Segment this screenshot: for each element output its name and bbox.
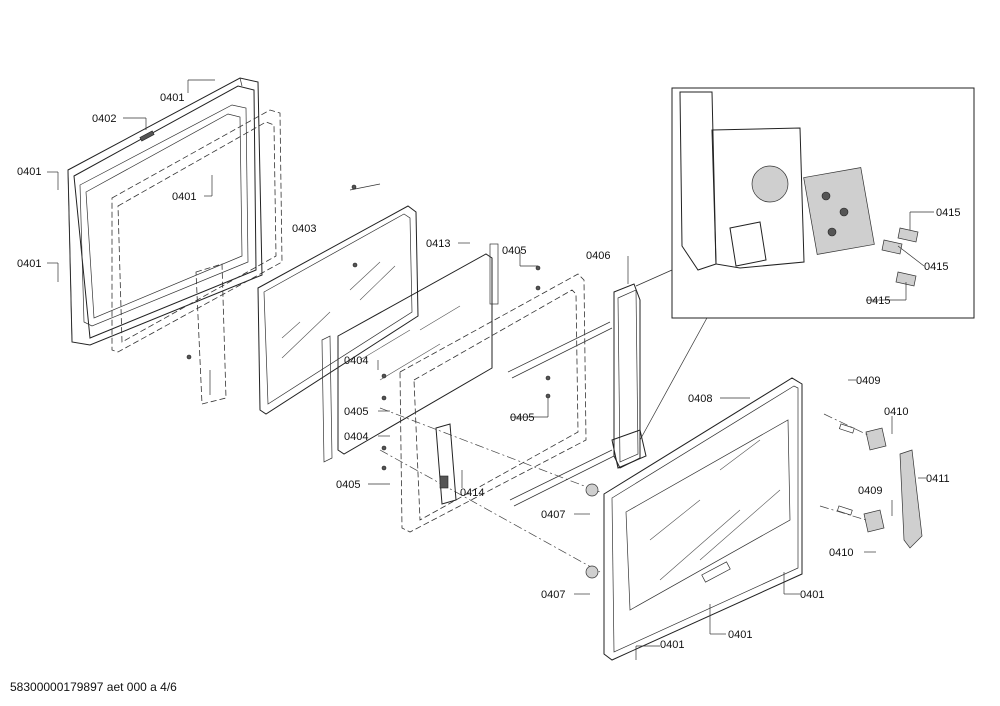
callout-label: 0411 — [926, 473, 950, 485]
callout-label: 0415 — [924, 261, 948, 273]
detail-inset — [671, 87, 975, 319]
callout-label: 0406 — [586, 250, 610, 262]
callout-label: 0404 — [344, 431, 368, 443]
callout-label: 0405 — [510, 412, 534, 424]
callout-label: 0410 — [829, 547, 853, 559]
caps-0407 — [585, 483, 599, 579]
callout-label: 0401 — [17, 258, 41, 270]
callout-label: 0409 — [856, 375, 880, 387]
callout-label: 0405 — [336, 479, 360, 491]
callout-label: 0409 — [858, 485, 882, 497]
callout-label: 0408 — [688, 393, 712, 405]
callout-label: 0407 — [541, 509, 565, 521]
callout-label: 0402 — [92, 113, 116, 125]
callout-label: 0401 — [660, 639, 684, 651]
glass-pane-0413 — [321, 243, 499, 463]
callout-label: 0405 — [344, 406, 368, 418]
callout-label: 0410 — [884, 406, 908, 418]
callout-label: 0413 — [426, 238, 450, 250]
glass-pane-0403 — [257, 183, 419, 415]
callout-label: 0415 — [866, 295, 890, 307]
leader-lines — [47, 79, 934, 660]
callout-label: 0401 — [728, 629, 752, 641]
callout-label: 0401 — [17, 166, 41, 178]
callout-label: 0405 — [502, 245, 526, 257]
handle-holders-0410 — [819, 413, 887, 533]
callout-label: 0401 — [160, 92, 184, 104]
callout-label: 0403 — [292, 223, 316, 235]
hinge-bracket-0406 — [611, 269, 709, 469]
drawing-number: 58300000179897 aet 000 a 4/6 — [10, 680, 177, 694]
middle-frame-0405 — [379, 265, 615, 573]
hinge-0414 — [435, 423, 457, 505]
outer-glass-door-0408 — [603, 377, 803, 661]
inner-door-frame-dashed — [111, 109, 283, 405]
screws-0415 — [881, 227, 919, 287]
callout-labels: 0401 0402 0401 0401 0401 0403 0413 0405 … — [17, 92, 960, 651]
callout-label: 0404 — [344, 355, 368, 367]
callout-label: 0414 — [460, 487, 484, 499]
callout-label: 0415 — [936, 207, 960, 219]
callout-label: 0407 — [541, 589, 565, 601]
callout-label: 0401 — [172, 191, 196, 203]
rear-door-frame — [67, 77, 263, 346]
callout-label: 0401 — [800, 589, 824, 601]
handle-0411 — [899, 449, 923, 549]
